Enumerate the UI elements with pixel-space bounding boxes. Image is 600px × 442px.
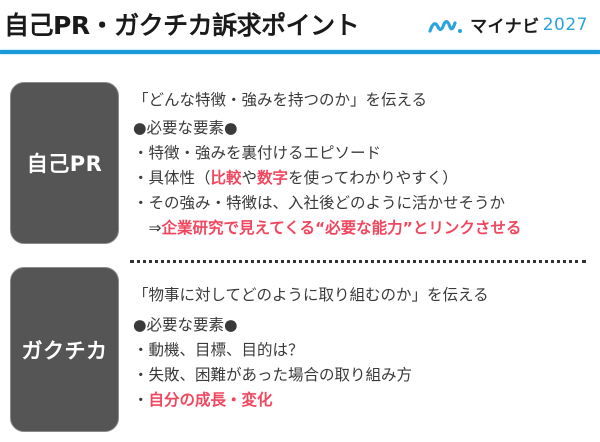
elements-heading: ●必要な要素● <box>133 316 238 334</box>
dotted-divider <box>130 260 586 263</box>
section-lead: 「物事に対してどのように取り組むのか」を伝える <box>133 286 489 304</box>
list-item: ・自分の成長・変化 <box>133 391 273 409</box>
list-item: ・動機、目標、目的は？ <box>133 341 304 359</box>
elements-heading: ●必要な要素● <box>133 119 238 137</box>
section-tag-self-pr: 自己PR <box>10 82 119 244</box>
list-item: ・失敗、困難があった場合の取り組み方 <box>133 366 413 384</box>
emphasis-text: 自分の成長・変化 <box>148 391 273 409</box>
emphasis-text: 比較 <box>210 169 242 187</box>
mynavi-wave-logo-icon <box>427 15 467 35</box>
list-item: ・その強み・特徴は、入社後どのように活かせそうか <box>133 194 506 212</box>
emphasis-text: 数字 <box>257 169 289 187</box>
logo-year-text: 2027 <box>542 14 588 35</box>
section-lead: 「どんな特徴・強みを持つのか」を伝える <box>133 91 428 109</box>
mynavi-logo: マイナビ 2027 <box>427 12 588 37</box>
section-tag-gakuchika: ガクチカ <box>10 267 119 432</box>
emphasis-text: 企業研究で見えてくる“必要な能力”とリンクさせる <box>161 219 522 237</box>
list-item: ⇒企業研究で見えてくる“必要な能力”とリンクさせる <box>133 219 522 237</box>
list-item: ・具体性（比較や数字を使ってわかりやすく） <box>133 169 458 187</box>
header-rule <box>0 50 600 54</box>
page-title: 自己PR・ガクチカ訴求ポイント <box>4 11 360 40</box>
list-item: ・特徴・強みを裏付けるエピソード <box>133 144 382 162</box>
logo-brand-text: マイナビ <box>470 17 540 37</box>
